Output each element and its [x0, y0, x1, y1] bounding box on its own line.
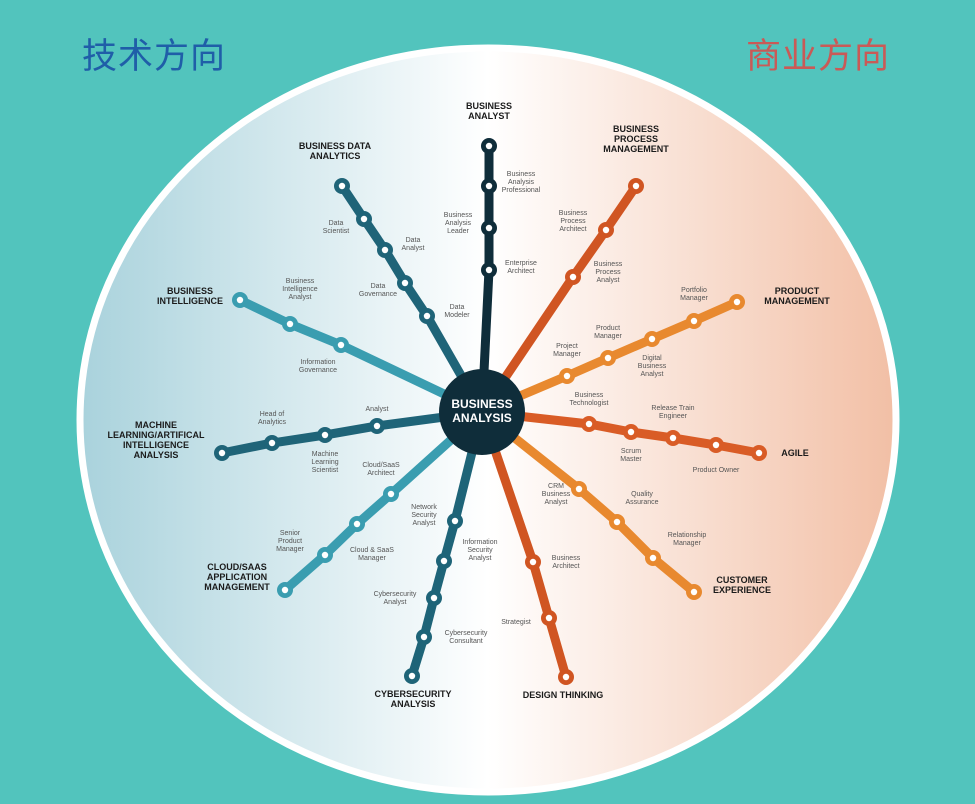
agile-title: AGILE	[781, 448, 809, 458]
role-label: Strategist	[501, 619, 531, 626]
cybersecurity-analysis-node-dot	[440, 557, 448, 565]
center-hub	[439, 369, 525, 455]
business-data-analytics-node-dot	[401, 279, 409, 287]
product-management-node-dot	[563, 372, 571, 380]
cybersecurity-analysis-node-dot	[408, 672, 416, 680]
business-data-analytics-node-dot	[360, 215, 368, 223]
cloud-saas-application-management-node-dot	[321, 551, 329, 559]
business-analyst-node-dot	[485, 142, 493, 150]
agile-node-dot	[669, 434, 677, 442]
cloud-saas-application-management-node-dot	[281, 586, 289, 594]
role-label: Product Owner	[693, 467, 740, 474]
technical-direction-heading: 技术方向	[82, 37, 227, 77]
business-intelligence-node-dot	[337, 341, 345, 349]
product-management-node-dot	[648, 335, 656, 343]
customer-experience-node-dot	[690, 588, 698, 596]
cybersecurity-analysis-node-dot	[451, 517, 459, 525]
design-thinking-node-dot	[545, 614, 553, 622]
agile-node-dot	[755, 449, 763, 457]
design-thinking-title: DESIGN THINKING	[523, 690, 604, 700]
agile-node-dot	[585, 420, 593, 428]
customer-experience-node-dot	[575, 485, 583, 493]
machine-learning-ai-analysis-node-dot	[218, 449, 226, 457]
design-thinking-node-dot	[562, 673, 570, 681]
machine-learning-ai-analysis-node-dot	[373, 422, 381, 430]
business-process-management-node-dot	[632, 182, 640, 190]
business-intelligence-node-dot	[236, 296, 244, 304]
agile-node-dot	[712, 441, 720, 449]
design-thinking-line	[477, 407, 571, 682]
product-management-node-dot	[690, 317, 698, 325]
business-process-management-node-dot	[569, 273, 577, 281]
business-process-management-node-dot	[602, 226, 610, 234]
business-data-analytics-node-dot	[423, 312, 431, 320]
machine-learning-ai-analysis-node-dot	[321, 431, 329, 439]
cloud-saas-application-management-node-dot	[387, 490, 395, 498]
business-data-analytics-node-dot	[381, 246, 389, 254]
cybersecurity-analysis-node-dot	[430, 594, 438, 602]
agile-node-dot	[627, 428, 635, 436]
customer-experience-node-dot	[613, 518, 621, 526]
business-intelligence-line	[235, 295, 487, 417]
cybersecurity-analysis-node-dot	[420, 633, 428, 641]
business-direction-heading: 商业方向	[746, 37, 891, 77]
business-process-management-line	[477, 181, 641, 417]
business-analyst-node-dot	[485, 224, 493, 232]
customer-experience-node-dot	[649, 554, 657, 562]
machine-learning-ai-analysis-node-dot	[268, 439, 276, 447]
business-analyst-node-dot	[485, 182, 493, 190]
business-intelligence-node-dot	[286, 320, 294, 328]
cloud-saas-application-management-node-dot	[353, 520, 361, 528]
product-management-node-dot	[604, 354, 612, 362]
business-analyst-node-dot	[485, 266, 493, 274]
business-data-analytics-node-dot	[338, 182, 346, 190]
design-thinking-node-dot	[529, 558, 537, 566]
product-management-node-dot	[733, 298, 741, 306]
role-label: Analyst	[366, 406, 389, 413]
